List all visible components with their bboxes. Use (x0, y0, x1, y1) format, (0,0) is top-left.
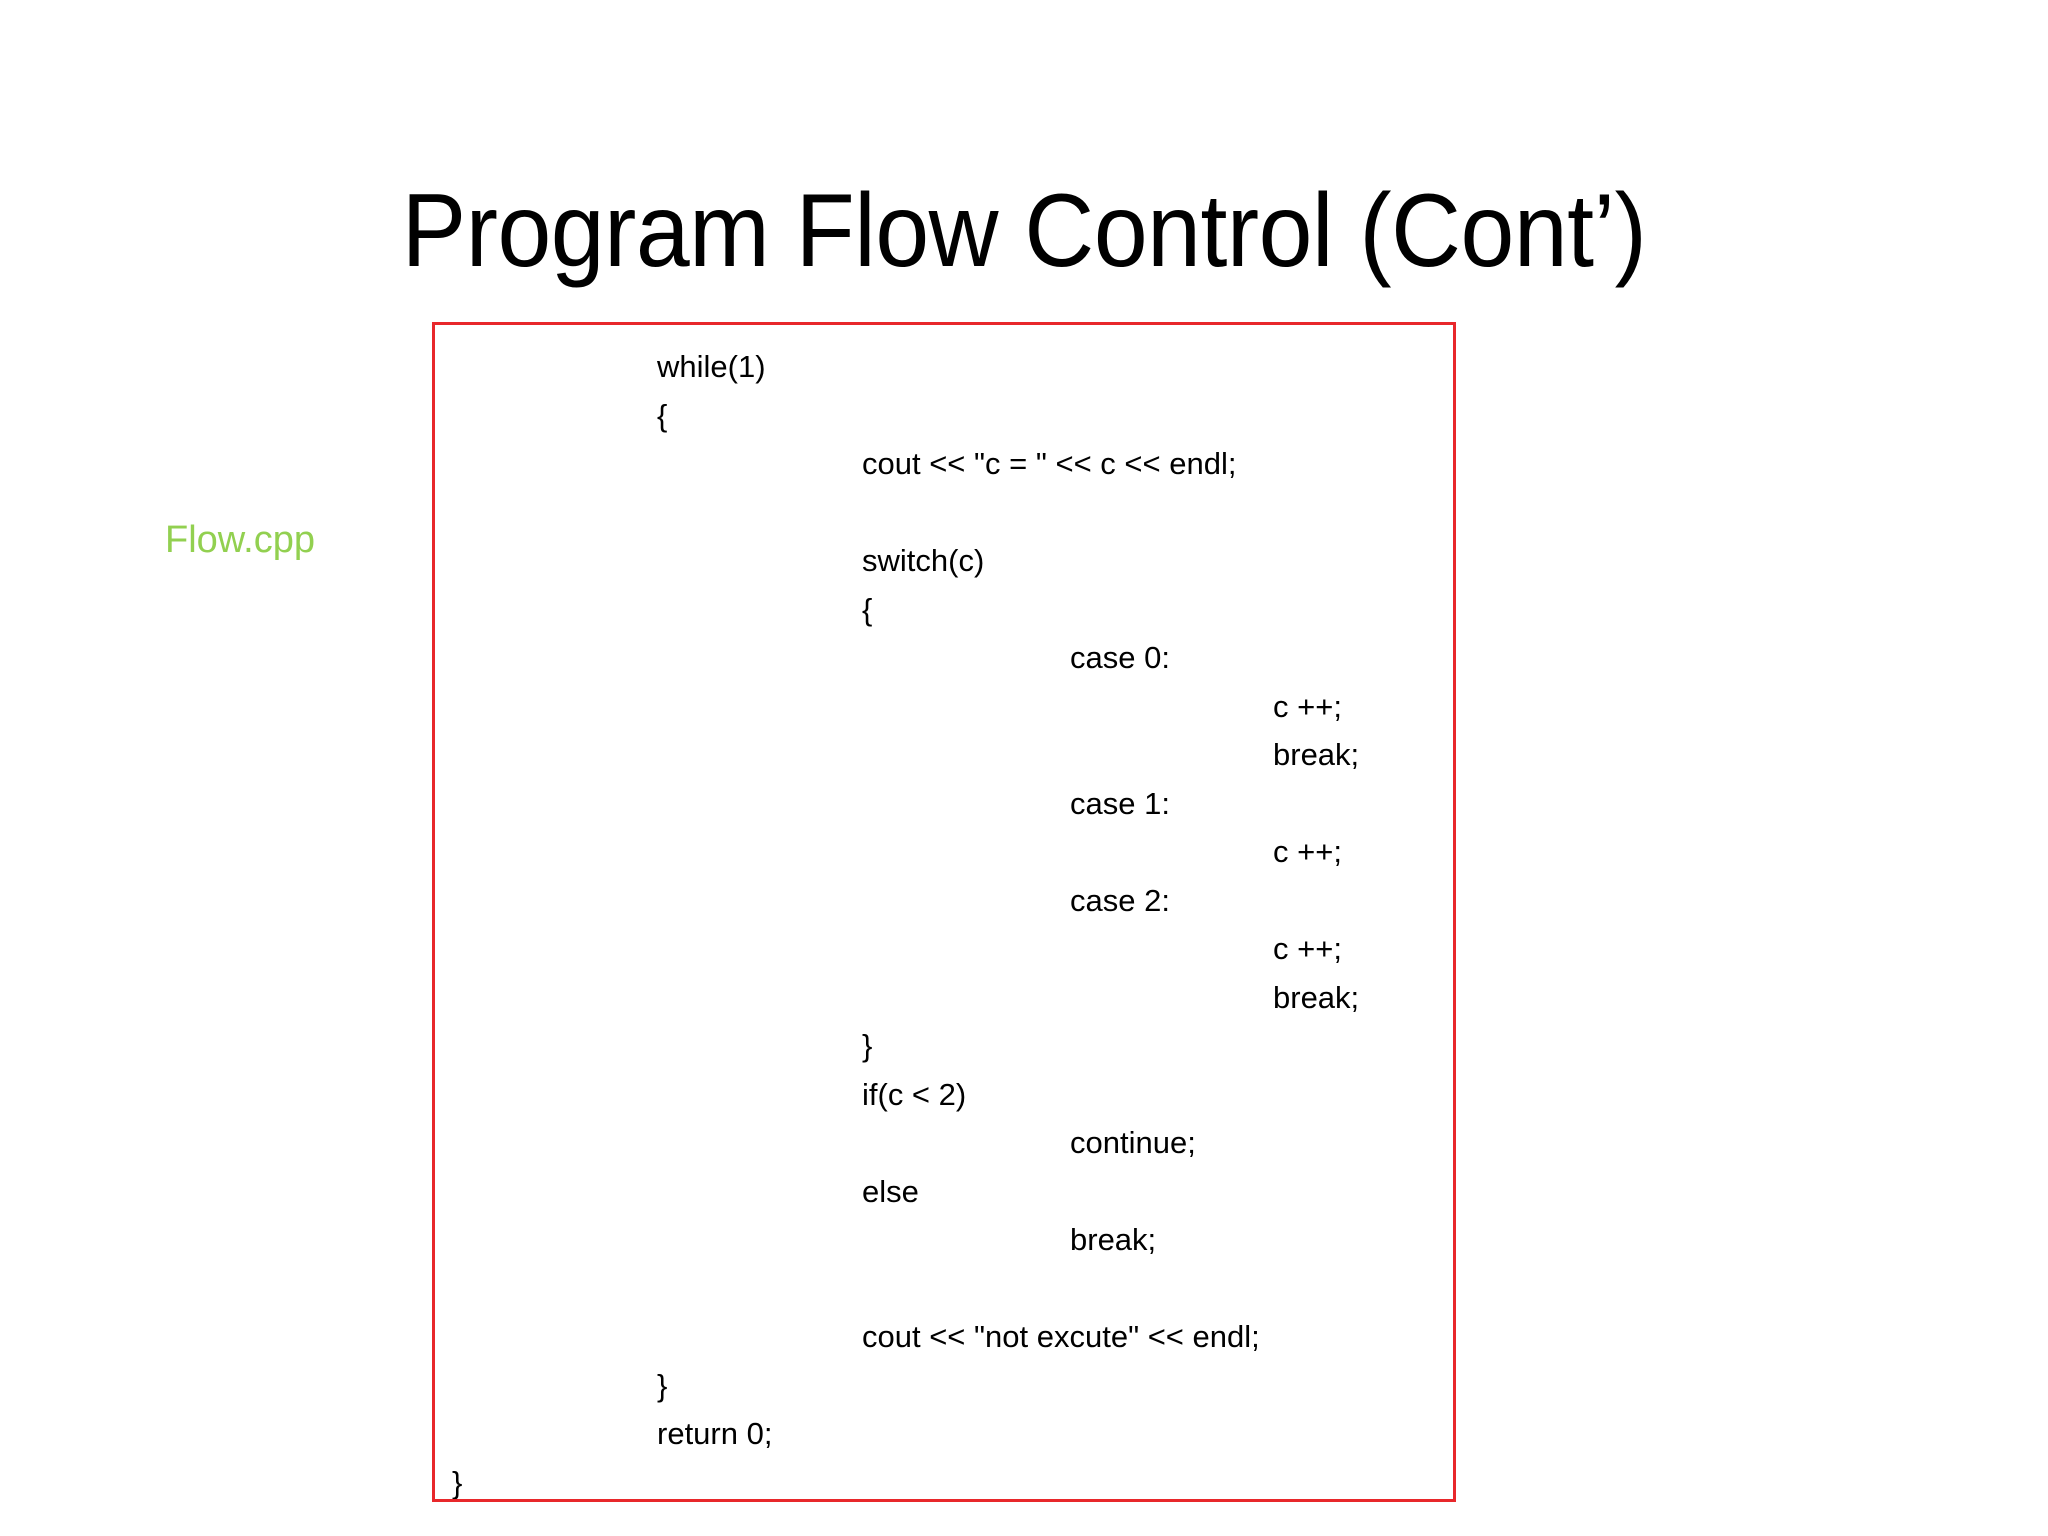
code-line: } (862, 1028, 873, 1063)
code-line: } (657, 1367, 668, 1403)
code-line-blank (435, 1265, 1453, 1314)
code-line: switch(c) (862, 543, 985, 578)
code-listing: while(1) { cout << "c = " << c << endl; sw… (435, 325, 1453, 1500)
code-line: c ++; (1273, 834, 1342, 869)
code-line: c ++; (1273, 688, 1342, 724)
code-line-blank (435, 489, 1453, 538)
code-line: break; (1070, 1222, 1157, 1257)
code-line: cout << "not excute" << endl; (862, 1319, 1260, 1354)
code-line: cout << "c = " << c << endl; (862, 446, 1237, 481)
code-line: break; (1273, 737, 1360, 772)
code-line: { (657, 397, 668, 433)
code-line: case 1: (1070, 785, 1170, 821)
code-line: if(c < 2) (862, 1076, 967, 1112)
code-line: c ++; (1273, 931, 1342, 966)
code-line: case 2: (1070, 882, 1170, 918)
page-title: Program Flow Control (Cont’) (401, 172, 1647, 289)
source-file-caption: Flow.cpp (165, 519, 315, 561)
code-line: continue; (1070, 1125, 1196, 1160)
code-line: else (862, 1173, 919, 1209)
code-snippet-box: while(1) { cout << "c = " << c << endl; sw… (432, 322, 1456, 1502)
code-line: return 0; (657, 1416, 773, 1451)
code-line: { (862, 591, 873, 627)
code-line: while(1) (657, 349, 766, 384)
code-line: case 0: (1070, 640, 1170, 675)
code-line: } (452, 1464, 463, 1500)
code-line: break; (1273, 979, 1360, 1015)
